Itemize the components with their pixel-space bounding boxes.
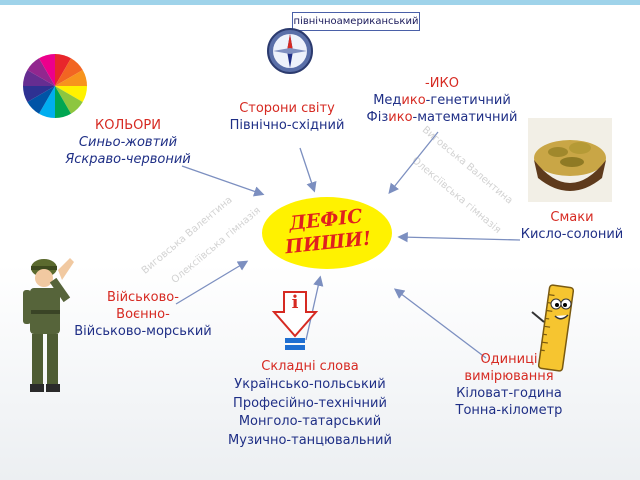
iko-block: -ИКО Медико-генетичний Фізико-математичн… xyxy=(362,76,522,127)
compound-words-block: Складні слова Українсько-польський Профе… xyxy=(220,358,400,450)
colors-item: Синьо-жовтий xyxy=(58,135,198,152)
military-item: Військово-морський xyxy=(68,324,218,341)
units-item: Тонна-кілометр xyxy=(444,403,574,420)
units-item: Кіловат-година xyxy=(444,386,574,403)
iko-item: Фізико-математичний xyxy=(362,110,522,127)
tastes-title: Смаки xyxy=(520,210,624,227)
compass-title: Сторони світу xyxy=(222,101,352,118)
arrow-units xyxy=(396,290,486,358)
tastes-block: Смаки Кисло-солоний xyxy=(520,210,624,244)
arrow-colors xyxy=(182,166,262,194)
compound-item: Музично-танцювальний xyxy=(220,432,400,450)
arrow-iko xyxy=(390,132,438,192)
compass-block: Сторони світу Північно-східний xyxy=(222,101,352,135)
military-item: Воєнно- xyxy=(68,307,218,324)
military-item: Військово- xyxy=(68,290,218,307)
tastes-item: Кисло-солоний xyxy=(520,227,624,244)
iko-title: -ИКО xyxy=(362,76,522,93)
compass-item: Північно-східний xyxy=(222,118,352,135)
pickles-bowl-image xyxy=(528,118,612,202)
colors-title: КОЛЬОРИ xyxy=(58,118,198,135)
center-ellipse: ДЕФІС ПИШИ! xyxy=(262,197,392,269)
units-block: Одиниці вимірювання Кіловат-година Тонна… xyxy=(444,352,574,420)
compound-item: Монголо-татарський xyxy=(220,413,400,431)
compound-item: Професійно-технічний xyxy=(220,395,400,413)
units-title: вимірювання xyxy=(444,369,574,386)
colors-block: КОЛЬОРИ Синьо-жовтий Яскраво-червоний xyxy=(58,118,198,169)
compound-item: Українсько-польський xyxy=(220,376,400,394)
arrow-tastes xyxy=(400,237,520,240)
color-wheel-icon xyxy=(22,46,88,128)
compound-title: Складні слова xyxy=(220,358,400,376)
units-title: Одиниці xyxy=(444,352,574,369)
compass-icon xyxy=(266,27,314,75)
iko-item: Медико-генетичний xyxy=(362,93,522,110)
military-block: Військово- Воєнно- Військово-морський xyxy=(68,290,218,341)
info-glyph: i xyxy=(285,292,305,313)
arrow-compass xyxy=(300,148,314,190)
colors-item: Яскраво-червоний xyxy=(58,152,198,169)
